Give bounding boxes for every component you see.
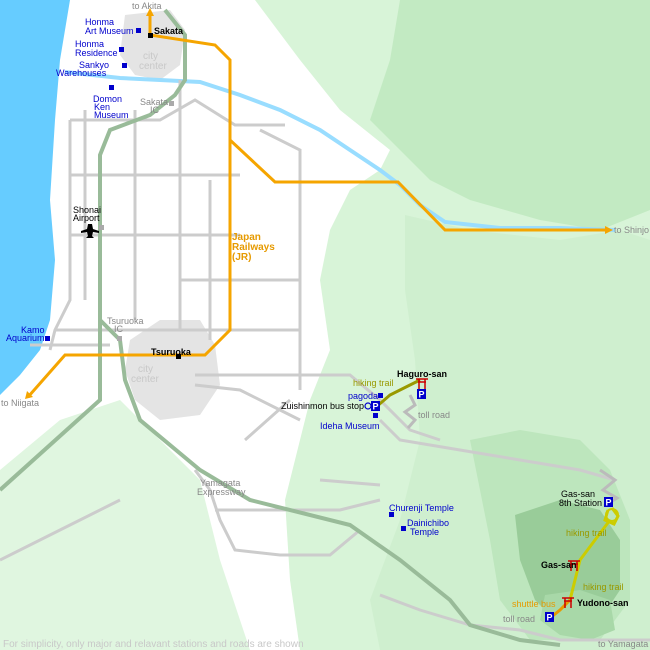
dest-shinjo: to Shinjo	[614, 225, 649, 235]
hiking-trail-2: hiking trail	[566, 528, 607, 538]
haguro-toll-road	[402, 394, 418, 429]
jr-line	[26, 12, 610, 398]
hiking-trail-1: hiking trail	[353, 378, 394, 388]
airplane-icon	[81, 224, 99, 238]
city-center-2-line1: city	[138, 364, 153, 375]
tsuruoka-ic-line1: Tsuruoka	[107, 316, 144, 326]
jr-label-line1: Japan	[232, 232, 261, 243]
airport-line2[interactable]: Airport	[73, 213, 100, 223]
domon-line3[interactable]: Museum	[94, 110, 129, 120]
tsuruoka-city-area	[125, 320, 220, 420]
dest-niigata: to Niigata	[1, 398, 39, 408]
sakata-station-marker[interactable]	[148, 33, 153, 38]
sankyo-line2[interactable]: Warehouses	[56, 68, 107, 78]
domon-line2[interactable]: Ken	[94, 102, 110, 112]
jr-label-line2: Railways	[232, 242, 275, 253]
churenji-label[interactable]: Churenji Temple	[389, 503, 454, 513]
gassan-peak-area	[515, 500, 620, 625]
dest-akita: to Akita	[132, 1, 162, 11]
haguro-hiking-trail	[374, 378, 421, 410]
toll-road-2: toll road	[503, 614, 535, 624]
gassan-8th-loop-icon	[605, 508, 619, 522]
mogami-river	[64, 70, 616, 232]
expressway-line2: Expressway	[197, 487, 246, 497]
zuishinmon-label[interactable]: Zuishinmon bus stop	[281, 401, 364, 411]
bus-stop-icon	[364, 402, 372, 410]
arrow-shinjo	[605, 226, 613, 234]
sakata-ic-marker	[169, 101, 174, 106]
arrow-niigata	[25, 391, 33, 399]
city-center-2-line2: center	[131, 374, 159, 385]
tsuruoka-ic-line2: IC	[114, 324, 124, 334]
pagoda-label[interactable]: pagoda	[348, 391, 378, 401]
footnote: For simplicity, only major and relavant …	[3, 639, 304, 650]
honma-art-line2[interactable]: Art Museum	[85, 26, 134, 36]
tsuruoka-ic-marker	[117, 336, 122, 341]
sakata-label[interactable]: Sakata	[154, 26, 184, 36]
tsuruoka-station-marker[interactable]	[176, 354, 181, 359]
airport-marker	[99, 225, 104, 230]
sakata-ic-line1: Sakata	[140, 97, 168, 107]
kamo-line1[interactable]: Kamo	[21, 325, 45, 335]
domon-line1[interactable]: Domon	[93, 94, 122, 104]
airport-line1[interactable]: Shonai	[73, 205, 101, 215]
gassan-8th-line2[interactable]: 8th Station	[559, 498, 602, 508]
toll-road-1: toll road	[418, 410, 450, 420]
sakata-city-area	[120, 10, 185, 80]
yudono-area	[540, 590, 615, 640]
tsuruoka-label[interactable]: Tsuruoka	[151, 347, 192, 357]
hiking-trail-3: hiking trail	[583, 582, 624, 592]
honma-art-line1[interactable]: Honma	[85, 17, 114, 27]
gassan-yudono-trail	[568, 519, 612, 601]
honma-res-line2[interactable]: Residence	[75, 48, 118, 58]
torii-icons	[416, 378, 580, 608]
gassan-label[interactable]: Gas-san	[541, 560, 577, 570]
ideha-label[interactable]: Ideha Museum	[320, 421, 380, 431]
upper-mountain	[370, 0, 650, 230]
expressway-route	[0, 8, 561, 647]
sakata-ic-line2: IC	[150, 105, 160, 115]
poi-markers	[45, 28, 406, 531]
kamo-line2[interactable]: Aquarium	[6, 333, 45, 343]
gassan-8th-line1[interactable]: Gas-san	[561, 489, 595, 499]
dainichibo-line1[interactable]: Dainichibo	[407, 518, 449, 528]
parking-p-zuishinmon: P	[373, 402, 379, 412]
city-center-1-line1: city	[143, 51, 158, 62]
sea-of-japan	[0, 0, 70, 395]
dest-yamagata: to Yamagata	[598, 639, 648, 649]
yudono-label[interactable]: Yudono-san	[577, 598, 629, 608]
jr-label-line3: (JR)	[232, 252, 251, 263]
local-roads	[0, 80, 650, 642]
city-center-1-line2: center	[139, 61, 167, 72]
sankyo-line1[interactable]: Sankyo	[79, 60, 109, 70]
shuttle-bus-label: shuttle bus	[512, 599, 556, 609]
parking-p-yudono: P	[547, 613, 553, 623]
parking-p-gassan: P	[606, 498, 612, 508]
parking-icons	[371, 389, 613, 622]
expressway-line1: Yamagata	[200, 478, 240, 488]
parking-p-haguro: P	[419, 390, 425, 400]
lowland-green	[0, 400, 250, 650]
dainichibo-line2[interactable]: Temple	[410, 527, 439, 537]
honma-res-line1[interactable]: Honma	[75, 39, 104, 49]
haguro-label[interactable]: Haguro-san	[397, 369, 447, 379]
arrow-akita	[146, 8, 154, 16]
